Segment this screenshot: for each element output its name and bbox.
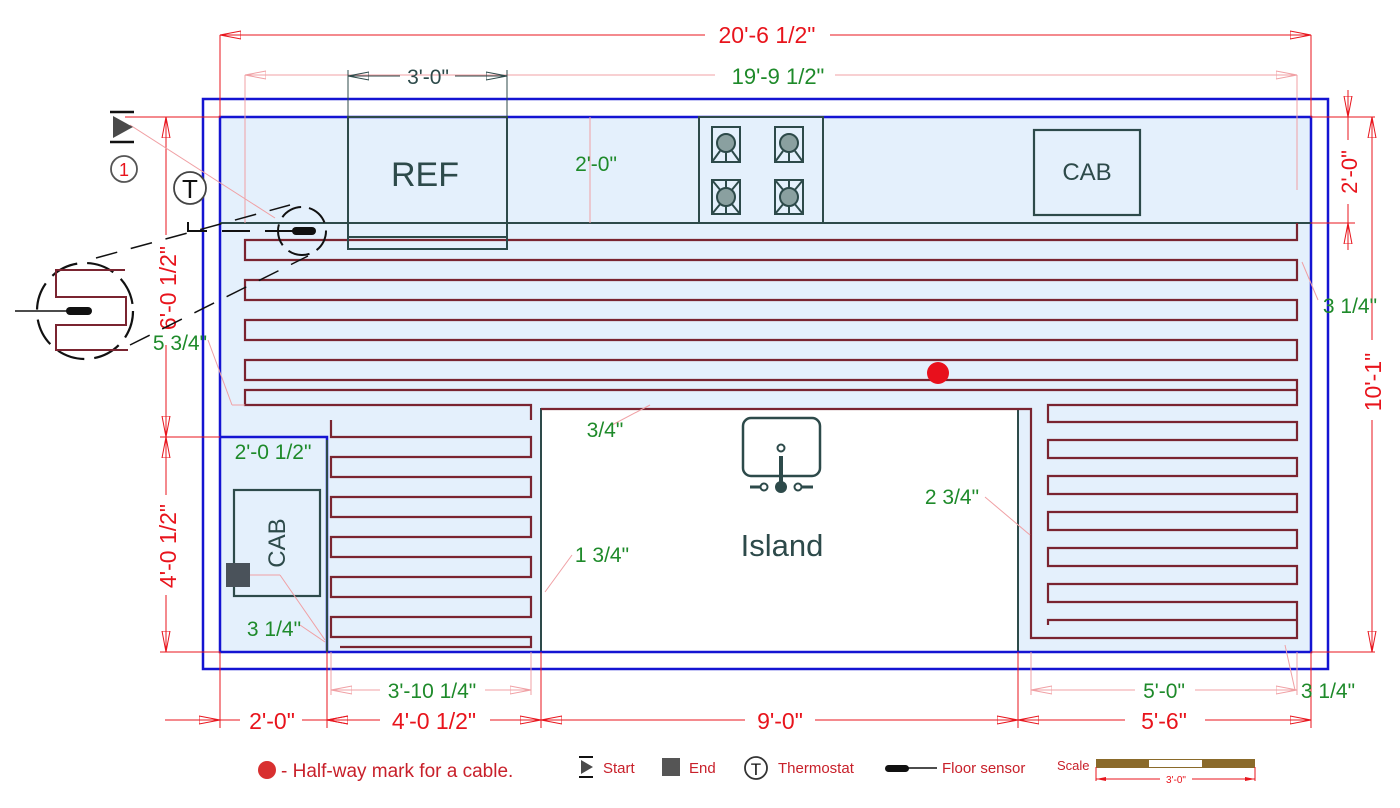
thermostat-letter: T (182, 174, 198, 204)
floor-area (220, 117, 1311, 652)
left-upper-depth-dim: 6'-0 1/2" (155, 246, 181, 330)
bottom-seg3-dim: 9'-0" (757, 708, 803, 734)
counter-depth-dim: 2'-0" (575, 153, 617, 176)
burner-icon (774, 179, 804, 215)
scale-bar (1095, 759, 1256, 784)
legend-floor-sensor-label: Floor sensor (942, 760, 1025, 777)
legend: - Half-way mark for a cable. Start End T… (258, 756, 1256, 786)
sink-icon (741, 416, 822, 493)
burner-icon (711, 179, 741, 215)
bottom-seg4-dim: 5'-6" (1141, 708, 1187, 734)
start-number-badge (110, 155, 138, 183)
spacing-left-edge-dim: 5 3/4" (153, 332, 207, 355)
spacing-right-edge-dim: 3 1/4" (1323, 295, 1377, 318)
top-cabinet (1032, 128, 1142, 217)
cooktop (698, 116, 824, 224)
right-counter-depth-dim: 2'-0" (1337, 150, 1362, 194)
floor-sensor-icon (292, 227, 316, 235)
legend-end-label: End (689, 760, 716, 777)
spacing-island-right-dim: 2 3/4" (925, 486, 979, 509)
top-cabinet-label: CAB (1062, 159, 1111, 186)
island-label: Island (741, 528, 824, 563)
cable-run-right-lower (541, 390, 1299, 640)
legend-scale-label: Scale (1057, 758, 1090, 773)
thermostat-wire (187, 222, 207, 232)
right-heated-width-dim: 5'-0" (1143, 680, 1185, 703)
legend-scale-length: 3'-0" (1166, 775, 1186, 786)
floor-sensor-detail (277, 206, 327, 256)
burner-icon (711, 126, 741, 163)
cable-run-left-lower (329, 420, 533, 649)
left-cabinet-label: CAB (264, 518, 291, 567)
bottom-seg1-dim: 2'-0" (249, 708, 295, 734)
cable-end-marker (226, 563, 250, 587)
legend-start-icon (579, 756, 593, 778)
left-heated-width-dim: 3'-10 1/4" (388, 680, 477, 703)
burner-icon (774, 126, 804, 163)
heating-cable (243, 223, 1299, 649)
legend-end-icon (662, 758, 680, 776)
spacing-island-left-dim: 1 3/4" (575, 544, 629, 567)
legend-start-label: Start (603, 760, 636, 777)
left-cabinet (232, 488, 322, 598)
ref-width-dim: 3'-0" (407, 66, 449, 89)
cable-run-upper (243, 223, 1299, 420)
legend-halfway-icon (258, 761, 276, 779)
start-number: 1 (119, 160, 129, 180)
start-marker-icon (110, 110, 134, 144)
legend-floor-sensor-icon (885, 765, 937, 772)
overall-depth-dim: 10'-1" (1360, 353, 1386, 412)
refrigerator-label: REF (391, 156, 459, 194)
spacing-island-top-dim: 3/4" (587, 419, 624, 442)
left-cab-width-dim: 2'-0 1/2" (235, 441, 312, 464)
legend-thermostat-icon (744, 756, 768, 780)
halfway-mark (927, 362, 949, 384)
legend-thermostat-letter: T (751, 760, 761, 779)
bottom-seg2-dim: 4'-0 1/2" (392, 708, 476, 734)
spacing-bottom-right-dim: 3 1/4" (1301, 680, 1355, 703)
legend-thermostat-label: Thermostat (778, 760, 855, 777)
thermostat-icon (173, 171, 207, 205)
ref-dimension-line (347, 70, 508, 117)
spacing-cab-bottom-dim: 3 1/4" (247, 618, 301, 641)
heated-width-dim: 19'-9 1/2" (732, 64, 825, 89)
sensor-magnified-detail (15, 204, 309, 361)
legend-halfway-label: - Half-way mark for a cable. (281, 761, 513, 782)
room-outer-border (201, 97, 1330, 671)
refrigerator (347, 116, 508, 250)
left-lower-depth-dim: 4'-0 1/2" (155, 504, 181, 588)
overall-width-dim: 20'-6 1/2" (719, 22, 816, 48)
